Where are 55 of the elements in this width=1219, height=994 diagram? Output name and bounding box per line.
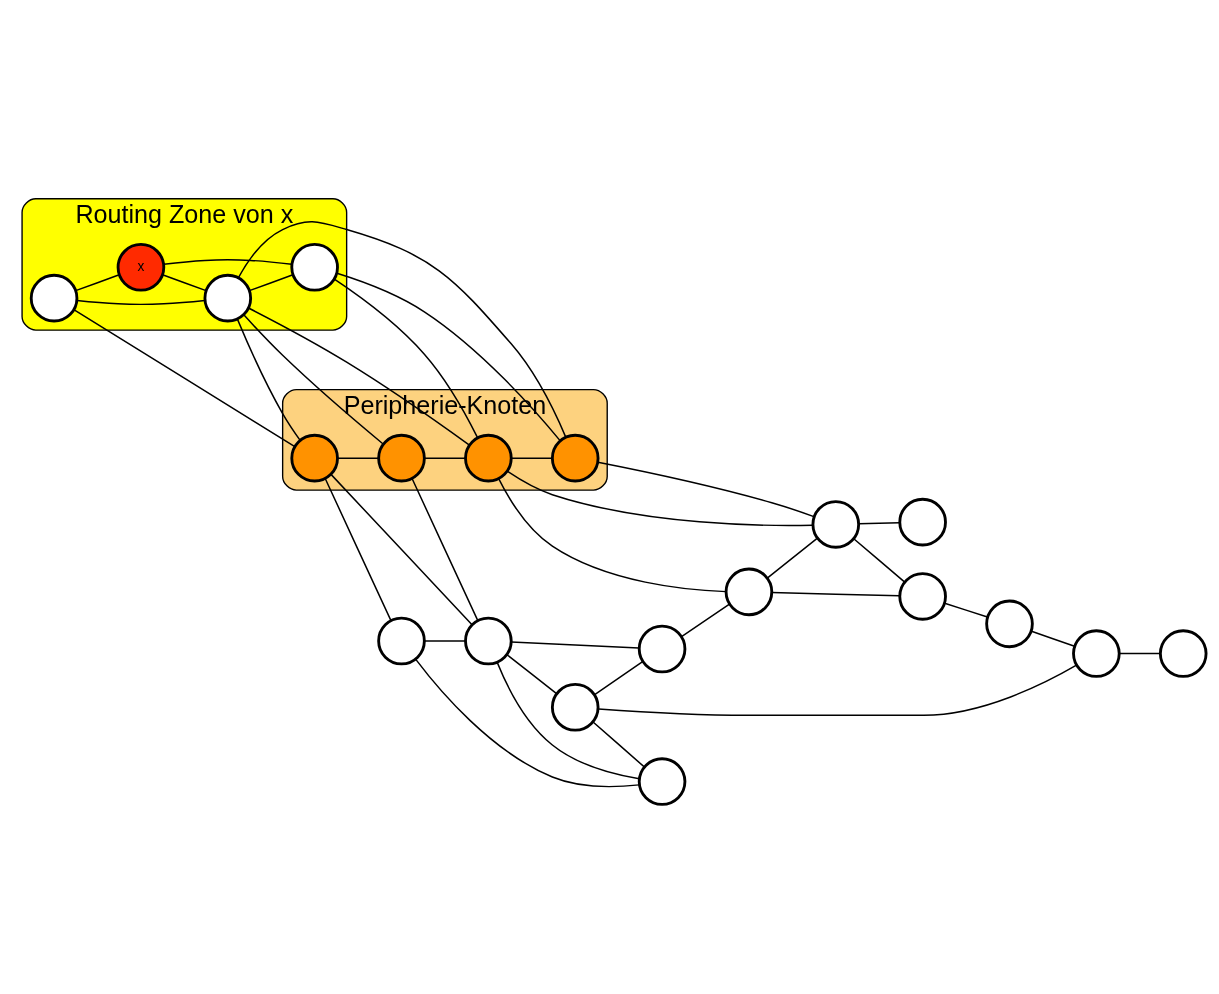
node-circle: x [116, 243, 166, 292]
connector [237, 221, 567, 438]
node-circle [377, 433, 426, 483]
connector [415, 658, 640, 788]
connector [336, 457, 380, 459]
node-circle [1158, 629, 1208, 678]
connector [497, 477, 727, 593]
node-circle [377, 616, 426, 666]
connector [680, 603, 731, 638]
connector [593, 660, 644, 696]
connector [1030, 630, 1076, 648]
connector [1118, 652, 1161, 655]
node-circle [898, 497, 947, 547]
connector [857, 522, 901, 525]
node-circle [724, 567, 774, 617]
node-circle [203, 273, 253, 323]
connector [411, 478, 479, 621]
node-circle [29, 273, 79, 323]
connector [510, 641, 640, 649]
connector [248, 274, 294, 292]
connector [336, 272, 561, 442]
connector [771, 591, 901, 597]
connector [766, 537, 819, 579]
connector [324, 478, 392, 621]
connector [943, 602, 989, 618]
connector [236, 318, 301, 442]
connector [597, 461, 815, 518]
connector [76, 299, 206, 306]
node-circle [637, 757, 687, 806]
connector [510, 457, 553, 459]
connector [74, 274, 120, 292]
node-circle [290, 433, 339, 483]
connector [506, 470, 814, 527]
node-circle [464, 433, 513, 483]
connector [853, 538, 906, 583]
node-circle [898, 572, 947, 621]
node-circle [637, 624, 687, 674]
node-circle [550, 683, 600, 732]
node-circle [985, 599, 1034, 649]
node-circle [550, 433, 600, 483]
connector [330, 473, 473, 626]
node-circle [811, 500, 861, 549]
connector [163, 258, 293, 266]
connector [496, 661, 640, 780]
connector [243, 314, 384, 445]
node-circle [1072, 629, 1121, 678]
connector [423, 640, 466, 642]
connector [592, 721, 645, 768]
connector [161, 274, 207, 292]
connector [423, 457, 466, 459]
connector [597, 664, 1078, 717]
node-circle [290, 243, 339, 292]
connector [73, 309, 296, 448]
connector [506, 654, 558, 695]
node-circle [464, 616, 513, 666]
